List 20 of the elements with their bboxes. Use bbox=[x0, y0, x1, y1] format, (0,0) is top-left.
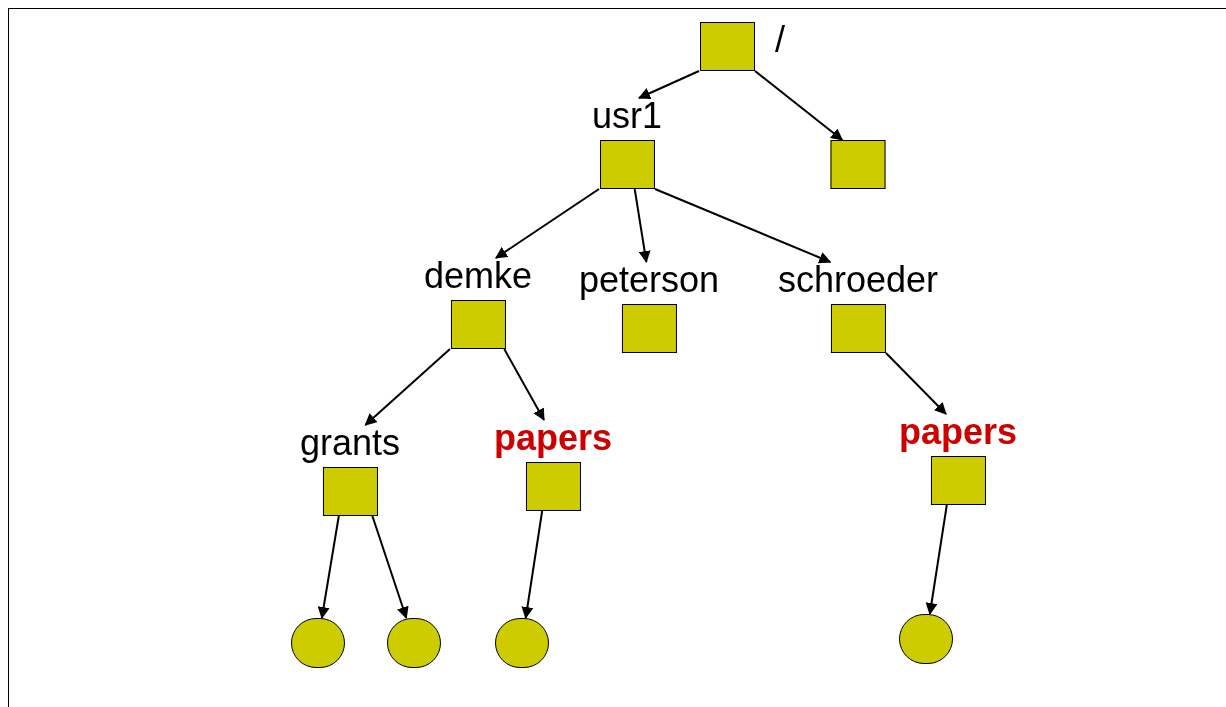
folder-label: schroeder bbox=[777, 262, 939, 298]
folder-label: grants bbox=[299, 425, 401, 461]
highlighted-label: papers bbox=[898, 414, 1018, 450]
arrow bbox=[521, 510, 544, 619]
arrow bbox=[925, 504, 948, 615]
arrow bbox=[364, 348, 451, 426]
arrow bbox=[494, 188, 600, 259]
highlighted-label: papers bbox=[493, 420, 613, 456]
arrow bbox=[317, 515, 340, 619]
arrow bbox=[633, 188, 651, 263]
folder-label: peterson bbox=[578, 262, 720, 298]
folder-label: / bbox=[775, 22, 785, 58]
arrow bbox=[371, 515, 409, 619]
arrow bbox=[885, 352, 947, 415]
arrow bbox=[503, 348, 545, 421]
arrow bbox=[638, 70, 700, 99]
arrow bbox=[754, 70, 844, 141]
folder-label: demke bbox=[423, 258, 533, 294]
arrow bbox=[654, 188, 832, 264]
folder-label: usr1 bbox=[592, 98, 662, 134]
